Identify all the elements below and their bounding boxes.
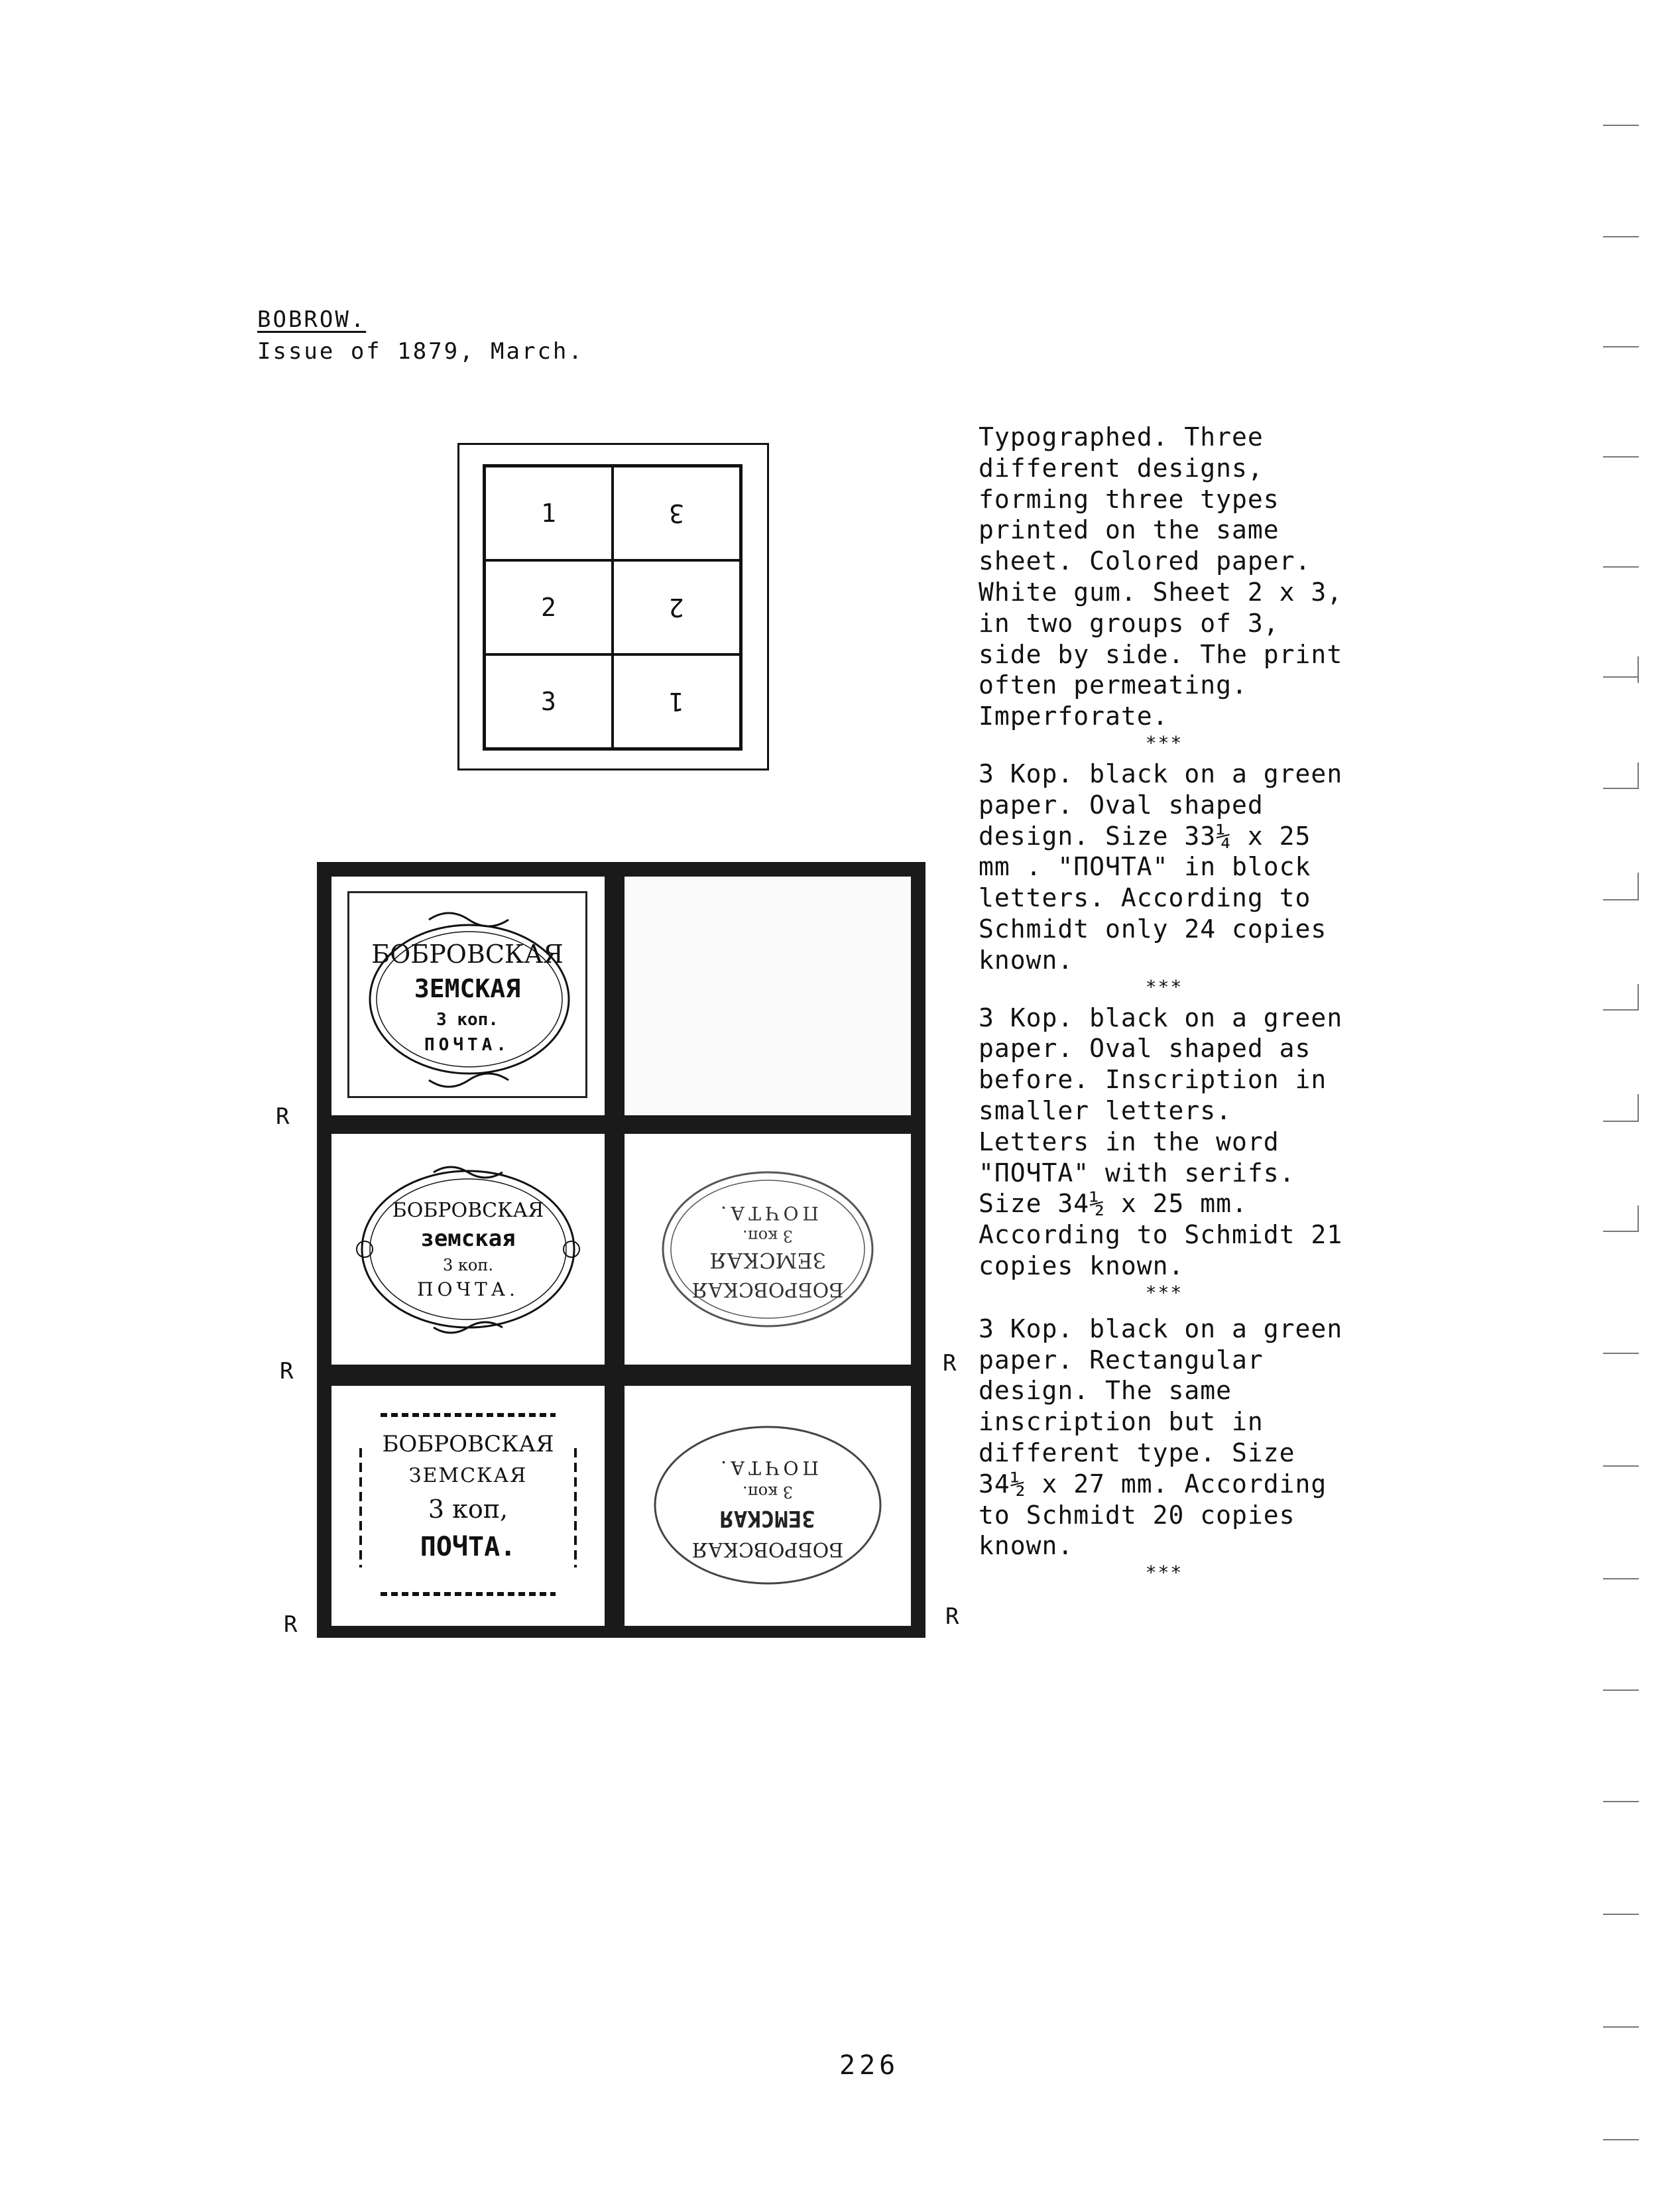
- stamp-text: ПОЧТА.: [424, 1035, 510, 1055]
- stamp-blank: [625, 877, 911, 1115]
- stamp-text: БОБРОВСКАЯ: [691, 1538, 844, 1561]
- oval-frame-icon: [356, 1166, 580, 1334]
- type2-paragraph: 3 Kop. black on a green paper. Oval shap…: [979, 1003, 1343, 1280]
- oval-frame-icon: [369, 912, 570, 1088]
- sheet-cell: 1: [613, 654, 741, 749]
- stamp-text: БОБРОВСКАЯ: [392, 1199, 544, 1222]
- sheet-diagram-grid: 1 3 2 2 3 1: [483, 464, 743, 751]
- separator: ***: [1145, 1562, 1183, 1584]
- oval-frame-icon: [654, 1426, 882, 1585]
- stamp-text: 3 коп.: [743, 1227, 793, 1245]
- stamp-text: ПОЧТА.: [420, 1532, 516, 1562]
- r-marker: R: [943, 1350, 957, 1377]
- type3-paragraph: 3 Kop. black on a green paper. Rectangul…: [979, 1314, 1343, 1561]
- stamp-text: БОБРОВСКАЯ: [382, 1431, 554, 1457]
- page-title: BOBROW.: [257, 306, 367, 333]
- ornament-frame-icon: [359, 1413, 577, 1596]
- issue-subtitle: Issue of 1879, March.: [257, 338, 584, 365]
- separator: ***: [1145, 975, 1183, 998]
- intro-paragraph: Typographed. Three different designs, fo…: [979, 422, 1343, 731]
- stamp-text: ПОЧТА.: [717, 1457, 819, 1479]
- sheet-cell: 3: [613, 466, 741, 560]
- stamp-type3-inverted: БОБРОВСКАЯ ЗЕМСКАЯ 3 коп. ПОЧТА.: [625, 1386, 911, 1626]
- sheet-cell: 2: [485, 560, 613, 654]
- r-marker: R: [276, 1103, 290, 1130]
- stamp-text: ЗЕМСКАЯ: [414, 974, 521, 1003]
- stamp-text: БОБРОВСКАЯ: [371, 940, 564, 969]
- stamp-text: 3 коп.: [436, 1010, 499, 1030]
- stamp-text: 3 коп.: [743, 1483, 793, 1501]
- stamp-text: земская: [420, 1225, 516, 1252]
- stamp-type3: БОБРОВСКАЯ ЗЕМСКАЯ 3 коп, ПОЧТА.: [331, 1386, 605, 1626]
- separator: ***: [1145, 731, 1183, 754]
- page-number: 226: [839, 2050, 900, 2081]
- r-marker: R: [284, 1611, 298, 1638]
- stamp-type2: БОБРОВСКАЯ земская 3 коп. ПОЧТА.: [331, 1134, 605, 1365]
- sheet-cell: 3: [485, 654, 613, 749]
- description-column: Typographed. Three different designs, fo…: [979, 422, 1350, 1584]
- separator: ***: [1145, 1281, 1183, 1304]
- stamp-photo-block: БОБРОВСКАЯ ЗЕМСКАЯ 3 коп. ПОЧТА. БОБРОВС…: [317, 862, 925, 1638]
- stamp-text: ПОЧТА.: [417, 1278, 519, 1300]
- r-marker: R: [945, 1603, 959, 1630]
- stamp-text: БОБРОВСКАЯ: [691, 1278, 844, 1301]
- stamp-text: ЗЕМСКАЯ: [408, 1464, 528, 1487]
- stamp-text: 3 коп.: [443, 1256, 493, 1274]
- stamp-text: 3 коп,: [428, 1495, 508, 1524]
- sheet-cell: 1: [485, 466, 613, 560]
- oval-frame-icon: [662, 1171, 874, 1327]
- stamp-text: ПОЧТА.: [717, 1202, 819, 1224]
- stamp-type1: БОБРОВСКАЯ ЗЕМСКАЯ 3 коп. ПОЧТА.: [331, 877, 605, 1115]
- type1-paragraph: 3 Kop. black on a green paper. Oval shap…: [979, 759, 1343, 975]
- stamp-type2-inverted: БОБРОВСКАЯ ЗЕМСКАЯ 3 коп. ПОЧТА.: [625, 1134, 911, 1365]
- stamp-text: ЗЕМСКАЯ: [720, 1505, 815, 1532]
- r-marker: R: [280, 1358, 294, 1384]
- sheet-cell: 2: [613, 560, 741, 654]
- stamp-text: ЗЕМСКАЯ: [709, 1248, 826, 1273]
